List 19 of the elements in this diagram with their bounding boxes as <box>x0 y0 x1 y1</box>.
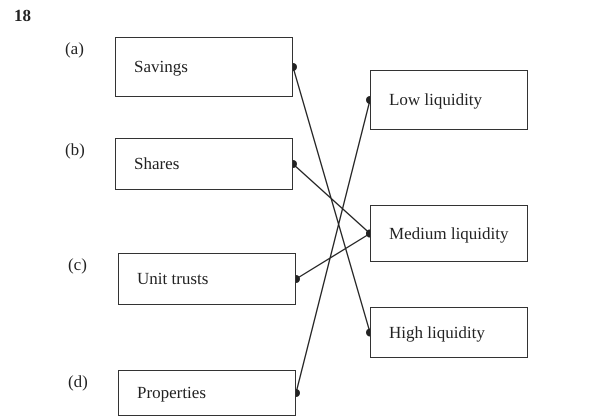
option-text: Savings <box>134 57 188 77</box>
answer-box <box>370 307 528 358</box>
question-number: 18 <box>14 6 31 26</box>
option-text: High liquidity <box>389 322 485 342</box>
option-text: Low liquidity <box>389 90 482 110</box>
answer-box <box>115 138 293 190</box>
answer-box <box>370 205 528 262</box>
option-text: Shares <box>134 154 180 174</box>
answer-box <box>118 370 296 416</box>
option-text: Medium liquidity <box>389 224 508 244</box>
option-letter: (b) <box>65 140 85 160</box>
option-letter: (a) <box>65 39 84 59</box>
answer-box <box>115 37 293 97</box>
answer-box <box>370 70 528 130</box>
option-text: Unit trusts <box>137 269 208 289</box>
option-text: Properties <box>137 383 206 403</box>
option-letter: (d) <box>68 372 88 392</box>
option-letter: (c) <box>68 255 87 275</box>
answer-box <box>118 253 296 305</box>
